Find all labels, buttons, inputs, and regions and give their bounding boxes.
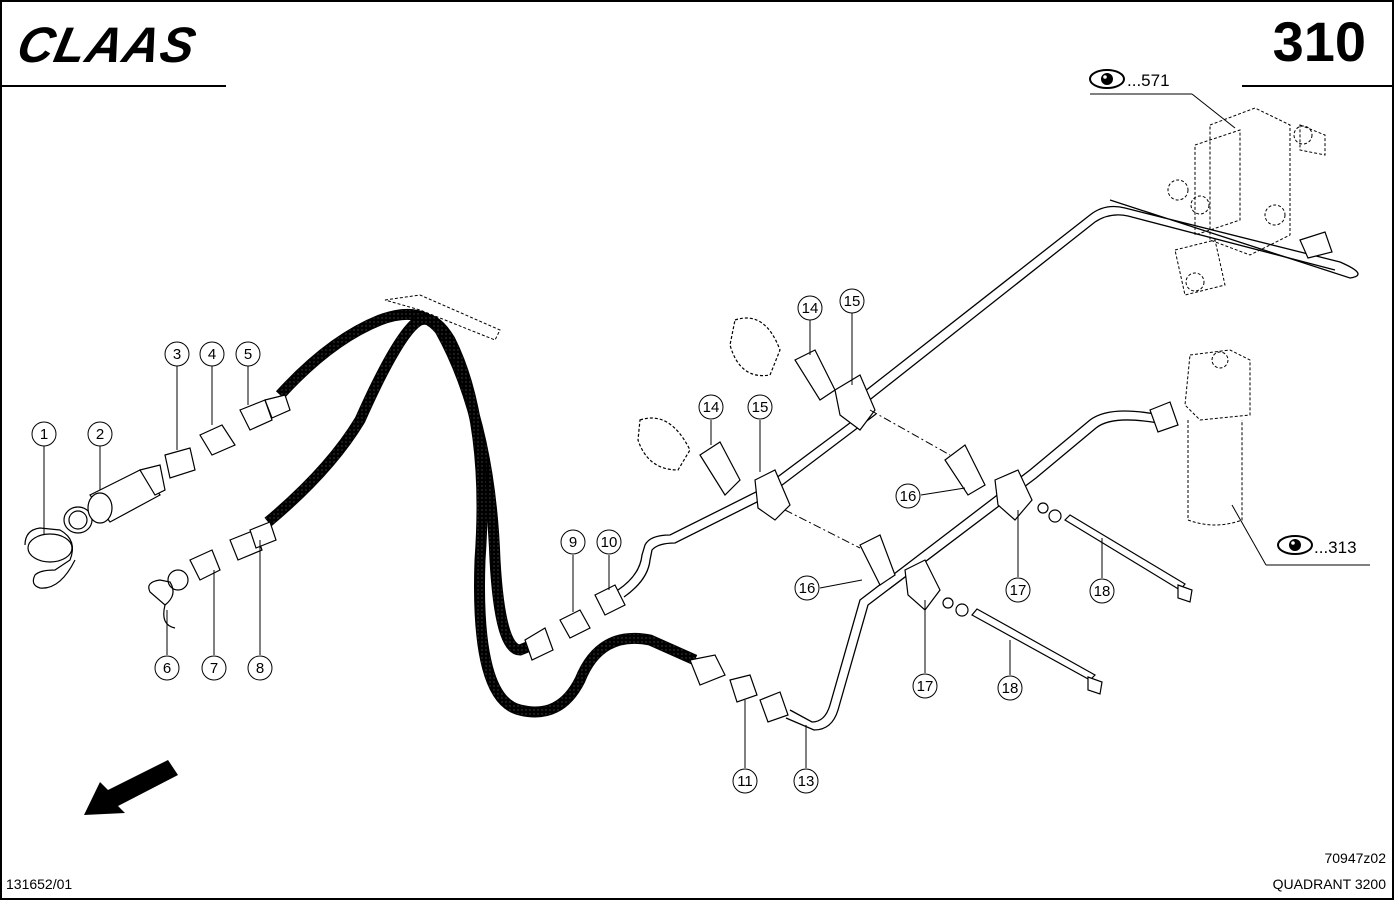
svg-text:16: 16: [799, 580, 816, 597]
svg-text:17: 17: [1010, 582, 1027, 599]
callout-15-lower[interactable]: 15: [747, 394, 773, 420]
callouts: 1 2 3 4 5 6 7 8 9 10 11 13 14 14 15 15 1…: [31, 288, 1115, 794]
callout-16-lower[interactable]: 16: [794, 575, 820, 601]
flexible-hoses: [264, 294, 698, 718]
callout-15-upper[interactable]: 15: [839, 288, 865, 314]
callout-3[interactable]: 3: [164, 341, 190, 367]
callout-18-lower[interactable]: 18: [997, 675, 1023, 701]
svg-text:7: 7: [210, 660, 218, 677]
claas-logo: CLAAS: [13, 17, 202, 73]
rigid-pipes: [617, 199, 1359, 731]
eye-icon: [1089, 69, 1125, 89]
callout-14-upper[interactable]: 14: [797, 295, 823, 321]
filter-housing: [1184, 349, 1251, 526]
ref-313-label[interactable]: ...313: [1314, 538, 1357, 557]
svg-text:13: 13: [798, 773, 815, 790]
svg-text:16: 16: [900, 488, 917, 505]
svg-text:15: 15: [844, 293, 861, 310]
pipe-clamps: [637, 317, 1033, 611]
fittings: [24, 394, 291, 629]
svg-text:14: 14: [802, 300, 819, 317]
drawing-code: 70947z02: [1324, 850, 1386, 866]
svg-text:6: 6: [163, 660, 171, 677]
callout-17-upper[interactable]: 17: [1005, 577, 1031, 603]
eye-icon: [1277, 535, 1313, 555]
callout-18-upper[interactable]: 18: [1089, 578, 1115, 604]
callout-1[interactable]: 1: [31, 421, 57, 447]
svg-text:8: 8: [256, 660, 264, 677]
callout-17-lower[interactable]: 17: [912, 673, 938, 699]
direction-arrow-icon: [84, 760, 178, 815]
callout-2[interactable]: 2: [87, 421, 113, 447]
svg-text:11: 11: [737, 773, 753, 790]
callout-7[interactable]: 7: [201, 655, 227, 681]
svg-text:10: 10: [601, 534, 618, 551]
ref-571-label[interactable]: ...571: [1127, 71, 1170, 90]
callout-16-upper[interactable]: 16: [895, 483, 921, 509]
svg-text:1: 1: [40, 426, 48, 443]
svg-text:17: 17: [917, 678, 934, 695]
svg-text:4: 4: [208, 346, 216, 363]
callout-leaders: [43, 313, 1103, 768]
callout-10[interactable]: 10: [596, 529, 622, 555]
svg-text:5: 5: [244, 346, 252, 363]
fittings-center: [524, 231, 1333, 723]
svg-text:3: 3: [173, 346, 181, 363]
callout-11[interactable]: 11: [732, 768, 758, 794]
claas-logo-text: CLAAS: [13, 17, 202, 73]
ref-313-leader: [1231, 504, 1267, 566]
valve-block: [1167, 107, 1326, 296]
ref-571-leader: [1191, 93, 1236, 129]
svg-text:18: 18: [1094, 583, 1111, 600]
document-number: 131652/01: [6, 876, 73, 892]
svg-text:18: 18: [1002, 680, 1019, 697]
model-name: QUADRANT 3200: [1272, 876, 1386, 892]
callout-4[interactable]: 4: [199, 341, 225, 367]
callout-14-lower[interactable]: 14: [698, 394, 724, 420]
page-number: 310: [1272, 10, 1366, 73]
svg-text:14: 14: [703, 399, 720, 416]
svg-text:9: 9: [569, 534, 577, 551]
bolts-washers: [942, 502, 1193, 695]
callout-8[interactable]: 8: [247, 655, 273, 681]
svg-text:2: 2: [96, 426, 104, 443]
callout-13[interactable]: 13: [793, 768, 819, 794]
callout-9[interactable]: 9: [560, 529, 586, 555]
svg-text:15: 15: [752, 399, 769, 416]
assembly-lines: [784, 409, 951, 549]
callout-6[interactable]: 6: [154, 655, 180, 681]
callout-5[interactable]: 5: [235, 341, 261, 367]
